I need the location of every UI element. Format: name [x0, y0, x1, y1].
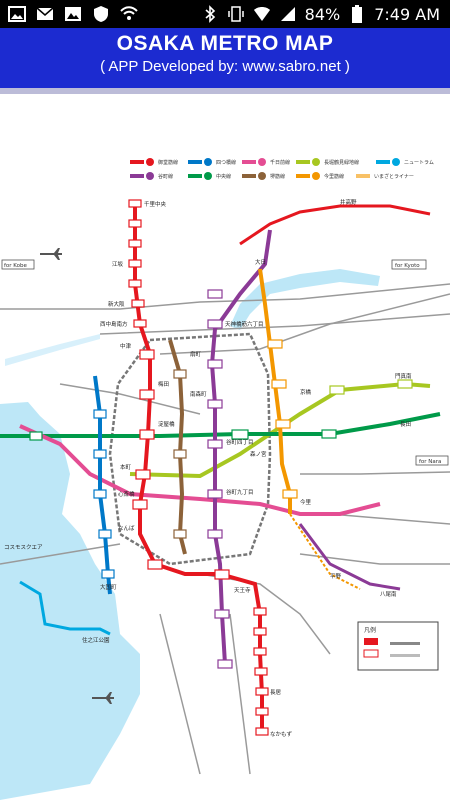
station-label: なかもず — [270, 730, 293, 738]
station-label: 谷町四丁目 — [226, 438, 254, 446]
battery-percent: 84% — [304, 4, 341, 24]
legend-label: いまざとライナー — [374, 173, 414, 180]
station-label: コスモスクエア — [4, 544, 43, 551]
airport-icon — [40, 248, 62, 260]
legend-label: ニュートラム — [404, 160, 434, 166]
legend-label: 長堀鶴見緑地線 — [324, 159, 359, 166]
app-header: OSAKA METRO MAP ( APP Developed by: www.… — [0, 28, 450, 88]
station-label: 淀屋橋 — [158, 420, 175, 428]
direction-label: for Kobe — [4, 263, 27, 269]
station-label: 京橋 — [300, 388, 312, 396]
legend-tanimachi: 谷町線 — [130, 172, 173, 180]
legend-midosuji: 御堂筋線 — [130, 158, 178, 166]
direction-for-kyoto: for Kyoto — [391, 259, 427, 270]
battery-icon — [348, 5, 366, 23]
station-label: 千里中央 — [144, 200, 167, 208]
legend-label: 谷町線 — [158, 173, 173, 180]
legend-label: 今里筋線 — [324, 173, 344, 180]
midosuji-line[interactable] — [133, 204, 264, 734]
map-key-box: 凡例 — [357, 621, 439, 671]
legend-label: 御堂筋線 — [158, 159, 178, 166]
airport-icon — [92, 692, 114, 704]
sennichimae-line[interactable] — [19, 424, 381, 516]
station-label: 長田 — [400, 421, 411, 428]
mail-notification-icon — [36, 5, 54, 23]
metro-map-canvas[interactable]: 御堂筋線 四つ橋線 千日前線 長堀鶴見緑地線 ニュートラム 谷町線 中央線 堺筋… — [0, 94, 450, 800]
vibrate-icon — [227, 5, 245, 23]
station-label: 梅田 — [158, 380, 169, 388]
station-label: 大日 — [255, 258, 266, 266]
bluetooth-icon — [201, 5, 219, 23]
app-title: OSAKA METRO MAP — [116, 32, 334, 55]
status-bar: 84% 7:49 AM — [0, 0, 450, 28]
notification-icons — [0, 5, 138, 23]
legend-nagahori: 長堀鶴見緑地線 — [296, 158, 359, 166]
station-label: 門真南 — [395, 372, 412, 380]
header-separator — [0, 88, 450, 94]
shield-icon — [92, 5, 110, 23]
cell-signal-icon — [279, 5, 297, 23]
chuo-line[interactable] — [0, 412, 441, 438]
metro-map[interactable]: 御堂筋線 四つ橋線 千日前線 長堀鶴見緑地線 ニュートラム 谷町線 中央線 堺筋… — [0, 94, 450, 800]
station-label: 南森町 — [190, 390, 207, 398]
yodo-river — [230, 269, 380, 330]
station-label: 天神橋筋六丁目 — [225, 320, 264, 328]
station-label: 心斎橋 — [118, 490, 135, 498]
map-key-title: 凡例 — [364, 626, 376, 634]
station-label: 井高野 — [340, 198, 357, 206]
station-label: 谷町九丁目 — [226, 488, 254, 496]
clock: 7:49 AM — [374, 4, 440, 24]
legend-label: 中央線 — [216, 173, 231, 180]
station-label: 扇町 — [190, 350, 202, 358]
photo-notification-icon — [8, 5, 26, 23]
direction-label: for Nara — [419, 459, 441, 465]
legend-newtram: ニュートラム — [376, 158, 434, 166]
station-label: 平野 — [330, 572, 342, 580]
jr-loop-line — [108, 332, 272, 566]
station-label: 本町 — [120, 463, 132, 471]
legend-label: 千日前線 — [270, 159, 290, 166]
legend-sakaisuji: 堺筋線 — [242, 172, 285, 180]
legend-sennichimae: 千日前線 — [242, 158, 290, 166]
wifi-notification-icon — [120, 5, 138, 23]
legend-label: 堺筋線 — [270, 173, 285, 180]
station-label: 江坂 — [112, 260, 124, 268]
direction-for-kobe: for Kobe — [1, 259, 35, 270]
midosuji-north — [239, 204, 431, 246]
legend-chuo: 中央線 — [188, 172, 231, 180]
line-legend: 御堂筋線 四つ橋線 千日前線 長堀鶴見緑地線 ニュートラム 谷町線 中央線 堺筋… — [130, 158, 434, 180]
legend-label: 四つ橋線 — [216, 159, 236, 166]
station-label: 中津 — [120, 342, 132, 350]
direction-for-nara: for Nara — [415, 455, 449, 466]
station-label: 長居 — [270, 689, 282, 696]
legend-yotsubashi: 四つ橋線 — [188, 158, 236, 166]
station-label: 西中島南方 — [100, 320, 128, 328]
wifi-signal-icon — [253, 5, 271, 23]
station-label: 天王寺 — [234, 586, 251, 594]
image-notification-icon — [64, 5, 82, 23]
app-subtitle: ( APP Developed by: www.sabro.net ) — [100, 58, 350, 75]
station-label: 森ノ宮 — [250, 450, 267, 458]
station-markers[interactable] — [29, 199, 413, 736]
direction-label: for Kyoto — [395, 263, 420, 269]
legend-imazato-liner: いまざとライナー — [356, 173, 414, 180]
river-channel — [5, 334, 100, 366]
station-label: 新大阪 — [108, 300, 125, 308]
osaka-bay — [0, 402, 140, 800]
newtram-line[interactable] — [19, 580, 111, 636]
legend-imazatosuji: 今里筋線 — [296, 172, 344, 180]
tanimachi-east — [298, 523, 401, 591]
station-label: 大国町 — [100, 583, 117, 591]
station-label: 住之江公園 — [82, 636, 110, 644]
station-label: 今里 — [300, 498, 312, 506]
other-railways — [0, 283, 450, 775]
imazatosuji-line[interactable] — [258, 268, 292, 514]
station-label: 八尾南 — [380, 590, 397, 598]
station-label: なんば — [118, 524, 135, 532]
station-labels: 千里中央 江坂 新大阪 西中島南方 中津 梅田 淀屋橋 本町 心斎橋 なんば 大… — [4, 198, 412, 738]
